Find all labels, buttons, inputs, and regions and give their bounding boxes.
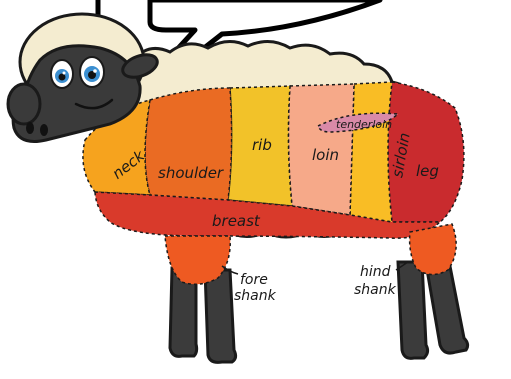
ear-left [8, 84, 40, 124]
label-breast: breast [212, 212, 261, 230]
label-hind-shank-2: shank [354, 282, 397, 298]
label-tenderloin: tenderloin [336, 118, 392, 131]
label-hind-shank-1: hind [360, 264, 391, 280]
nostril-right [40, 124, 48, 136]
cut-hind-shank [410, 224, 457, 275]
shank-callouts: fore shank hind shank [222, 262, 408, 304]
label-rib: rib [252, 136, 272, 154]
label-fore-shank-1: fore [240, 272, 268, 288]
label-loin: loin [312, 146, 339, 164]
label-leg: leg [416, 162, 439, 180]
cut-shoulder [145, 88, 232, 200]
label-fore-shank-2: shank [234, 288, 277, 304]
meat-cuts [83, 82, 464, 284]
cut-sirloin [350, 82, 392, 222]
nostril-left [26, 122, 34, 134]
label-shoulder: shoulder [158, 164, 224, 182]
